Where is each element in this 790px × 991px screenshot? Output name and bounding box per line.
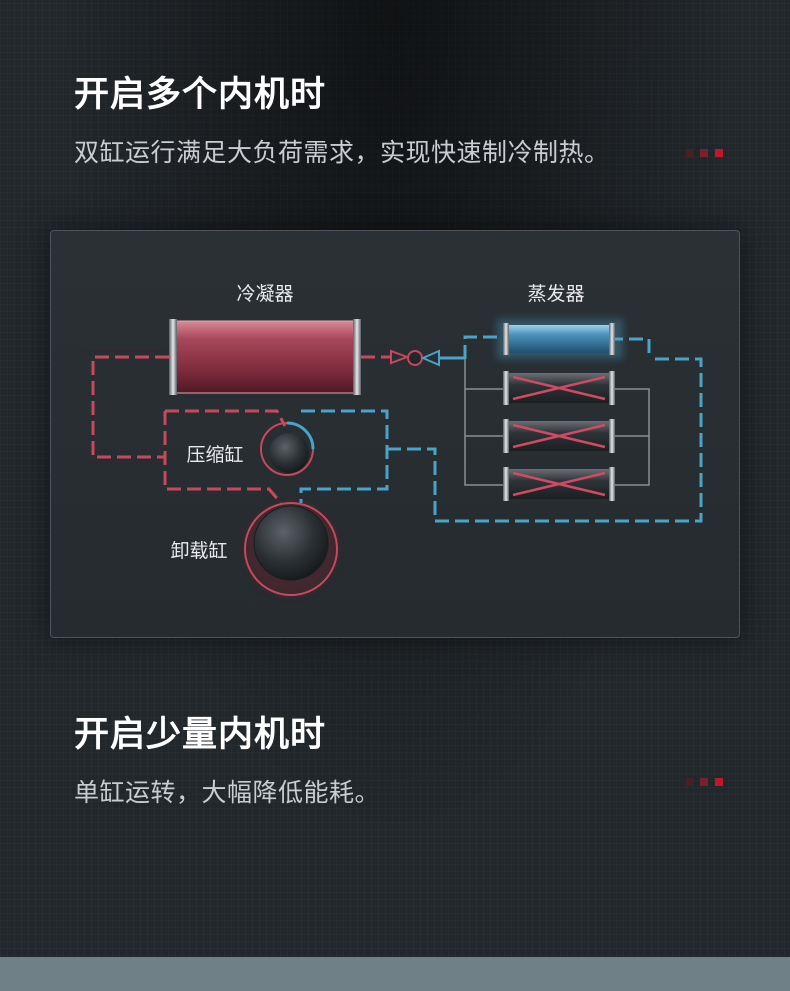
section-multi-title: 开启多个内机时 (74, 75, 327, 115)
refrigeration-diagram-panel: 冷凝器 蒸发器 (50, 230, 740, 638)
unloading-cylinder-label: 卸载缸 (170, 540, 227, 562)
evaporator-unit-3 (503, 419, 615, 453)
section-multi-subtitle: 双缸运行满足大负荷需求，实现快速制冷制热。 (74, 138, 610, 167)
decorative-dots (686, 149, 724, 157)
refrigeration-diagram: 冷凝器 蒸发器 (87, 283, 703, 596)
section-single-subtitle: 单缸运转，大幅降低能耗。 (74, 778, 381, 807)
evaporator-unit-1 (497, 319, 623, 359)
section-multi-units: 开启多个内机时 双缸运行满足大负荷需求，实现快速制冷制热。 (74, 66, 724, 169)
evaporator-unit-4 (503, 467, 615, 501)
unloading-cylinder (244, 502, 338, 596)
compression-cylinder-label: 压缩缸 (186, 444, 243, 466)
expansion-valve (390, 349, 465, 367)
footer-bar (0, 957, 790, 991)
evaporator-unit-2 (503, 371, 615, 405)
condenser (169, 319, 361, 395)
evaporator-label: 蒸发器 (527, 283, 584, 305)
condenser-label: 冷凝器 (236, 283, 293, 305)
decorative-dots (686, 778, 724, 786)
compression-cylinder (260, 421, 315, 476)
section-single-unit: 开启少量内机时 单缸运转，大幅降低能耗。 (74, 706, 724, 809)
hot-pipe-network (91, 355, 391, 504)
section-single-title: 开启少量内机时 (74, 715, 327, 755)
